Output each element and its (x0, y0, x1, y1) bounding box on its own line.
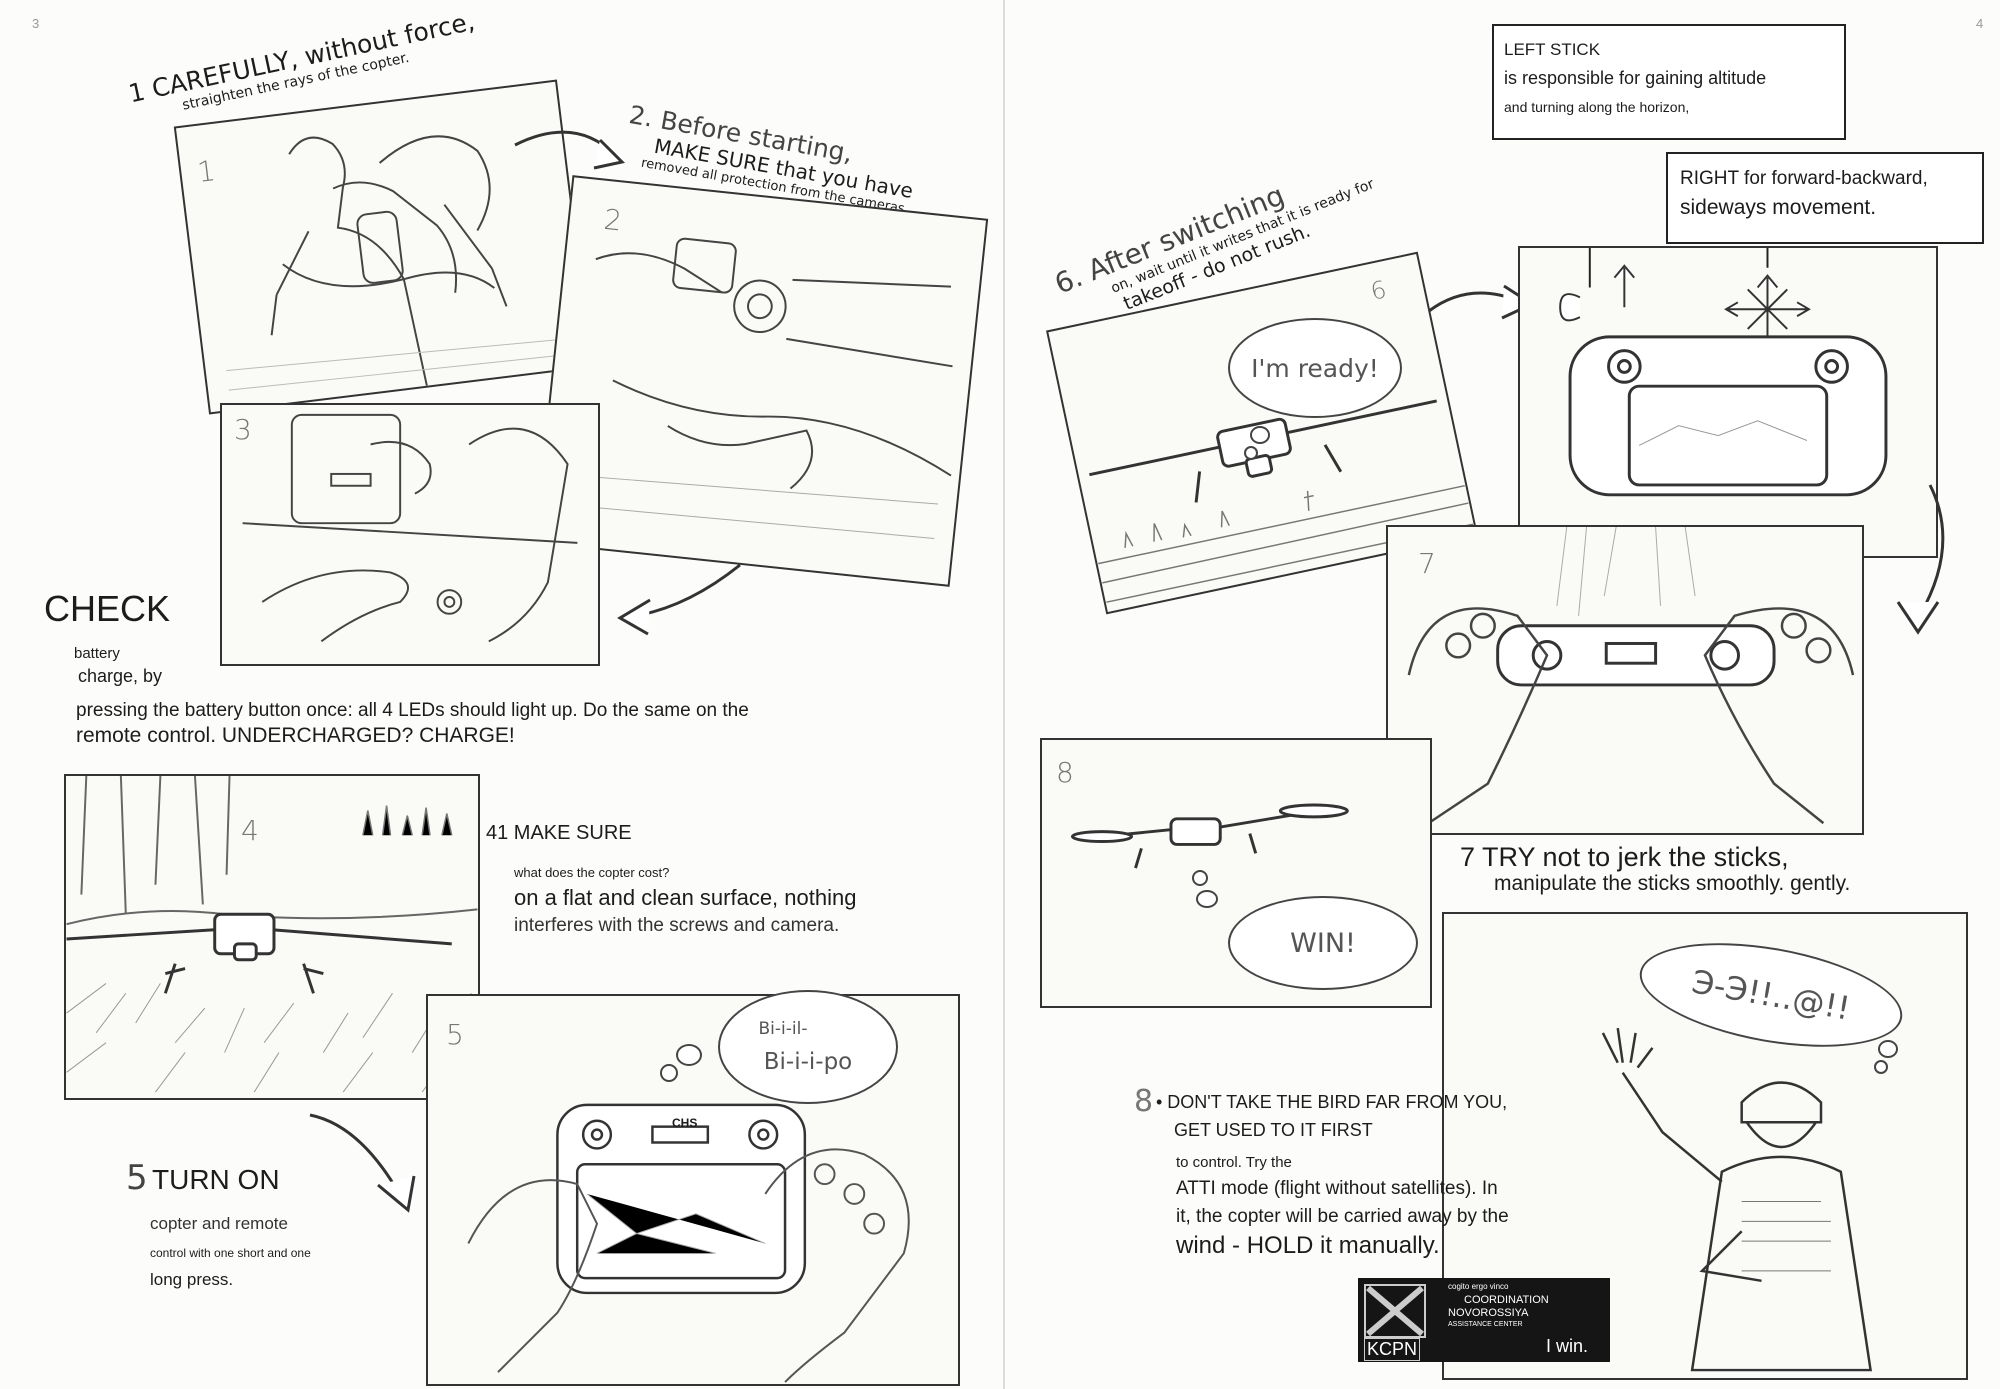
kcpn-logo: KCPN cogito ergo vinco COORDINATION NOVO… (1358, 1278, 1610, 1362)
panel-1-number: 1 (195, 153, 218, 189)
soldier-shouting-drawing (1601, 1027, 1873, 1372)
curved-arrow-icon (309, 1113, 416, 1213)
thought-dot (1244, 446, 1258, 460)
shout-bubble-text: Э-Э!!..@!! (1688, 962, 1854, 1028)
logo-org-3: ASSISTANCE CENTER (1448, 1321, 1523, 1328)
step41-line-1: on a flat and clean surface, nothing (514, 885, 857, 910)
logo-mark: I win. (1546, 1336, 1589, 1356)
panel-5-number: 5 (446, 1018, 464, 1051)
curved-arrow-icon (1896, 484, 1945, 635)
step41-title: 41 MAKE SURE (486, 822, 632, 844)
step8-line-6: wind - HOLD it manually. (1176, 1232, 1440, 1259)
thought-dot (1250, 426, 1270, 444)
step5-number: 5 (126, 1158, 148, 1198)
right-page: 4 6. After switching on, wait until it w… (1006, 0, 2000, 1389)
panel-4-drone-on-grass: 4 (64, 774, 480, 1100)
drone-flying-drawing (1070, 803, 1349, 869)
page-number: 4 (1976, 16, 1984, 31)
logo-motto: cogito ergo vinco (1448, 1282, 1509, 1291)
ready-bubble-text: I'm ready! (1251, 353, 1379, 383)
logo-abbr: KCPN (1364, 1338, 1421, 1361)
page-number: 3 (32, 16, 40, 31)
cross-emblem-icon (1364, 1284, 1426, 1338)
left-stick-callout: LEFT STICK is responsible for gaining al… (1492, 24, 1846, 140)
curved-arrow-icon (514, 130, 626, 170)
battery-button-press-drawing (242, 413, 578, 643)
check-line-1: battery (74, 645, 120, 662)
step7-title: 7 TRY not to jerk the sticks, (1460, 842, 1789, 872)
thought-dot (1874, 1060, 1888, 1074)
beep-thought-bubble: Bi-i-il- Bi-i-i-po (718, 990, 898, 1104)
panel-2-number: 2 (602, 202, 624, 238)
left-stick-line-2: and turning along the horizon, (1504, 99, 1690, 115)
step41-small: what does the copter cost? (514, 865, 670, 880)
check-heading: CHECK (44, 588, 171, 629)
panel-4-number: 4 (241, 814, 259, 847)
logo-org-2: NOVOROSSIYA (1448, 1307, 1529, 1319)
thought-dot (660, 1064, 678, 1082)
panel-1-straighten-arms: 1 (173, 79, 593, 415)
step8-line-2: GET USED TO IT FIRST (1174, 1120, 1373, 1140)
hand-removing-gimbal-cover-drawing (563, 237, 953, 539)
left-stick-line-1: is responsible for gaining altitude (1504, 68, 1767, 88)
thought-dot (1192, 870, 1208, 886)
step5-line-1: copter and remote (150, 1214, 288, 1233)
beep-small-text: Bi-i-il- (758, 1019, 808, 1039)
left-page: 3 1 CAREFULLY, without force, straighten… (32, 6, 989, 1386)
book-spine (1003, 0, 1005, 1389)
logo-org-1: COORDINATION (1464, 1294, 1549, 1306)
person-unfolding-drone-drawing (226, 135, 563, 391)
panel-7-hands-on-sticks: 7 (1386, 525, 1864, 835)
right-stick-line-2: sideways movement. (1680, 196, 1877, 219)
gloved-hands-on-controller-drawing (1407, 527, 1855, 825)
panel-7-number: 7 (1418, 547, 1436, 580)
beep-big-text: Bi-i-i-po (763, 1049, 853, 1075)
check-line-2: charge, by (78, 666, 163, 686)
step5-line-3: long press. (150, 1270, 234, 1289)
thought-dot (1196, 890, 1218, 908)
win-bubble-text: WIN! (1290, 927, 1356, 959)
step8-line-3: to control. Try the (1176, 1154, 1292, 1171)
curved-arrow-icon (617, 563, 741, 636)
panel-3-battery-check: 3 (220, 403, 600, 666)
left-stick-title: LEFT STICK (1504, 40, 1601, 59)
drone-in-meadow-drawing (66, 776, 478, 1093)
step8-number: 8 (1134, 1084, 1154, 1119)
step8-line-1: • DON'T TAKE THE BIRD FAR FROM YOU, (1156, 1092, 1508, 1112)
panel-remote-stick-directions (1518, 246, 1938, 558)
controller-brand-label: CHS (672, 1116, 698, 1130)
step7-line: manipulate the sticks smoothly. gently. (1494, 872, 1851, 895)
step5-line-2: control with one short and one (150, 1246, 311, 1260)
check-line-3: pressing the battery button once: all 4 … (76, 700, 749, 721)
panel-3-number: 3 (234, 413, 252, 446)
thought-dot (676, 1044, 702, 1066)
right-stick-callout: RIGHT for forward-backward, sideways mov… (1666, 152, 1984, 244)
remote-controller-with-arrows-drawing (1559, 248, 1888, 497)
panel-2-remove-camera-protection: 2 (533, 175, 989, 587)
thought-dot (1878, 1040, 1898, 1058)
step8-line-5: it, the copter will be carried away by t… (1176, 1206, 1509, 1227)
step41-line-2: interferes with the screws and camera. (514, 915, 840, 936)
step8-line-4: ATTI mode (flight without satellites). I… (1176, 1178, 1498, 1199)
ready-thought-bubble: I'm ready! (1228, 318, 1402, 418)
win-thought-bubble: WIN! (1228, 896, 1418, 990)
right-stick-line-1: RIGHT for forward-backward, (1680, 168, 1928, 189)
check-line-4: remote control. UNDERCHARGED? CHARGE! (76, 724, 515, 747)
gloved-hands-holding-remote-drawing (467, 1103, 910, 1383)
step5-title: TURN ON (152, 1164, 280, 1195)
panel-8-number: 8 (1056, 756, 1074, 789)
